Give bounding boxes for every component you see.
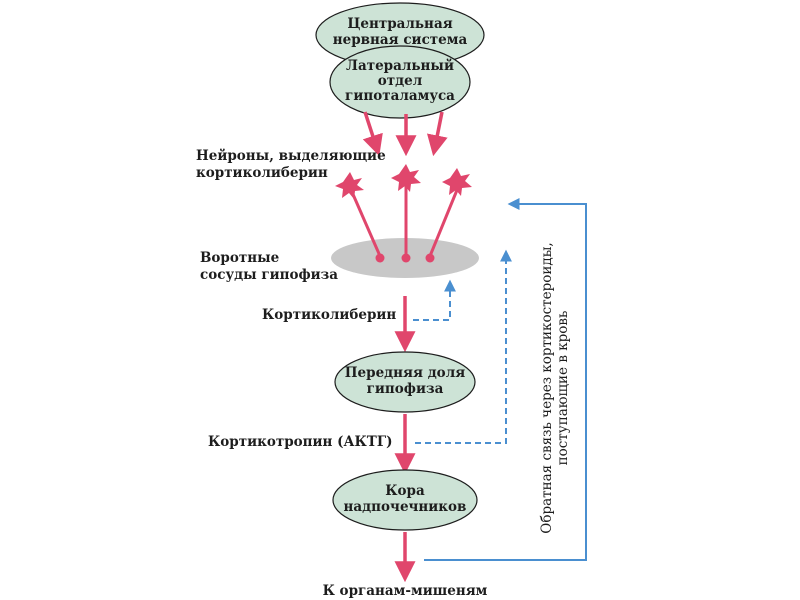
arrow-left [362, 111, 383, 156]
feedback-label-line1: Обратная связь через кортикостероиды, [539, 242, 555, 533]
axon-terminal-right [425, 253, 435, 263]
hypothalamus-to-neurons-arrows [362, 111, 448, 157]
neurons-label-line2: кортиколиберин [196, 165, 328, 181]
portal-label-line1: Воротные [200, 250, 279, 266]
adrenal-cortex-label-line2: надпочечников [344, 499, 467, 515]
neuron-center-icon [391, 164, 421, 192]
feedback-label: Обратная связь через кортикостероиды, по… [539, 242, 571, 533]
cns-label-line1: Центральная [347, 16, 452, 32]
feedback-corticosteroids-arrow [424, 198, 587, 561]
feedback-to-portal-arrow [413, 279, 456, 321]
axon-left [350, 191, 382, 257]
anterior-pituitary-node: Передняя доля гипофиза [334, 351, 476, 413]
neuron-right-icon [442, 168, 472, 196]
target-organs-label: К органам-мишеням [323, 583, 488, 599]
portal-label-line2: сосуды гипофиза [200, 267, 338, 283]
axon-right [428, 189, 459, 257]
adrenal-cortex-node: Кора надпочечников [332, 469, 478, 531]
axon-terminal-left [375, 253, 385, 263]
cns-label-line2: нервная система [333, 32, 468, 48]
neurons-label-line1: Нейроны, выделяющие [196, 148, 386, 164]
corticoliberin-label: Кортиколиберин [262, 307, 396, 323]
adrenal-cortex-label-line1: Кора [385, 483, 425, 499]
anterior-pituitary-label-line1: Передняя доля [345, 365, 465, 381]
neuron-left-icon [335, 172, 364, 199]
neuron-axons [350, 186, 459, 263]
axon-terminal-center [401, 253, 411, 263]
cns-node: Центральная нервная система [315, 2, 485, 68]
arrow-right [426, 111, 448, 157]
hypothalamus-label-line2: отдел [378, 73, 423, 89]
feedback-label-line2: поступающие в кровь [555, 311, 571, 466]
hypothalamus-node: Латеральный отдел гипоталамуса [329, 45, 471, 119]
hypothalamus-label-line1: Латеральный [346, 58, 454, 74]
feedback-acth-arrow [415, 249, 512, 444]
corticotropin-label: Кортикотропин (АКТГ) [208, 434, 393, 450]
hypothalamus-label-line3: гипоталамуса [345, 88, 455, 104]
anterior-pituitary-label-line2: гипофиза [367, 381, 444, 397]
